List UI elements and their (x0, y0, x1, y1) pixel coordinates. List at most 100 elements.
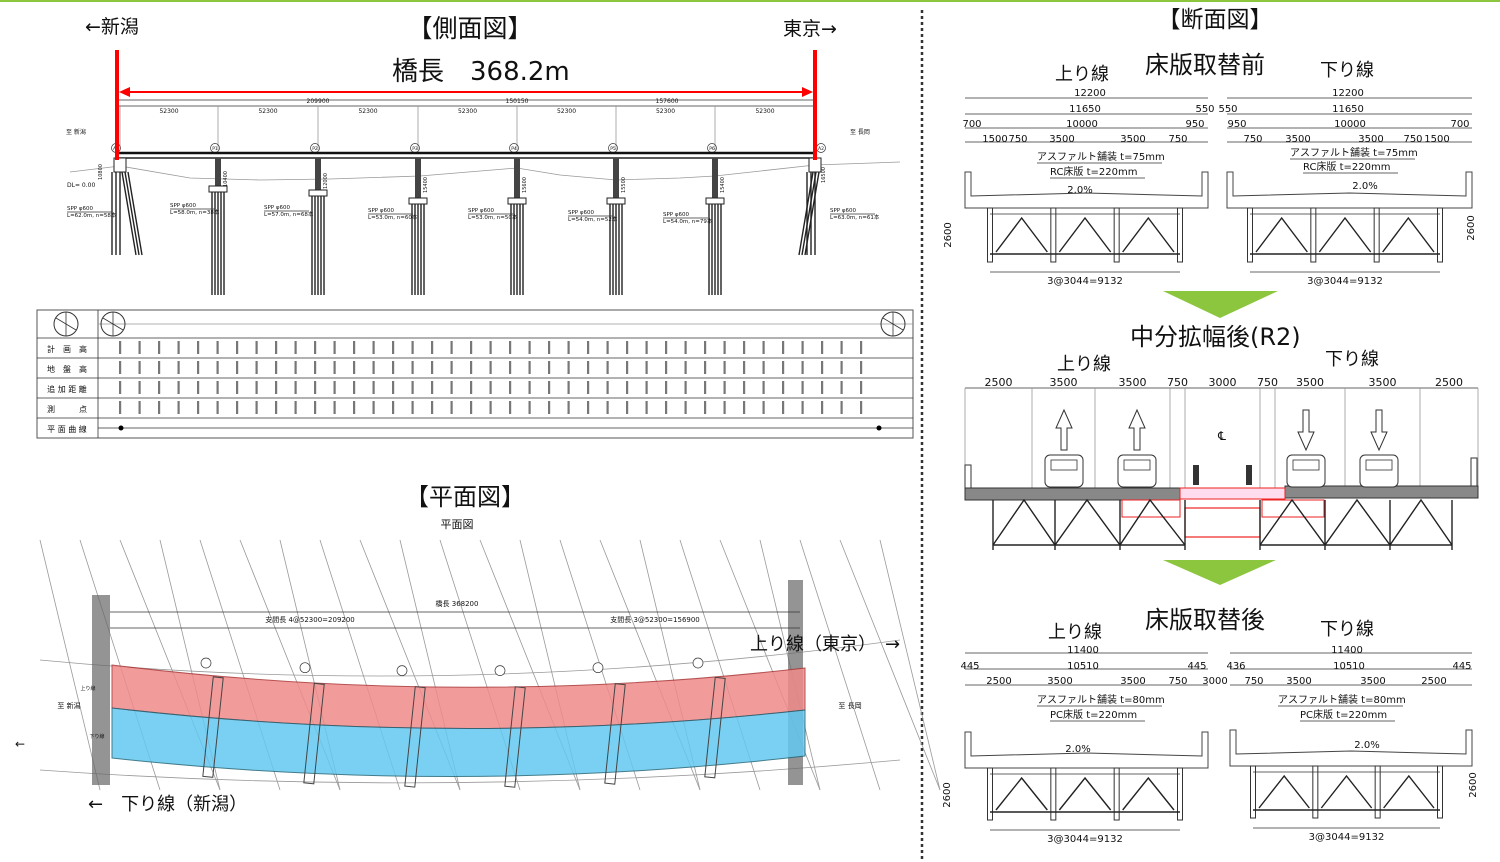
cross-frame-brace (1058, 216, 1112, 253)
station-value (801, 381, 804, 394)
curve-point (118, 425, 124, 431)
station-value (606, 361, 609, 374)
station-value (138, 381, 141, 394)
plan-view-subtitle: 平面図 (441, 518, 474, 531)
barrier (964, 464, 972, 489)
station-value (431, 341, 434, 354)
traffic-down-arrow-icon (1297, 409, 1315, 452)
compass-needle (882, 317, 904, 331)
station-value (548, 361, 551, 374)
datum-label: DL= 0.00 (67, 182, 95, 189)
station-value (275, 361, 278, 374)
station-value (567, 401, 570, 414)
station-value (762, 401, 765, 414)
station-value (821, 401, 824, 414)
table-row-label: 計 画 高 (47, 344, 87, 354)
girder-height-label: 2600 (943, 222, 954, 247)
span-length: 52300 (458, 108, 477, 115)
cross-frame-brace (995, 216, 1048, 253)
station-value (275, 341, 278, 354)
footing (408, 197, 428, 205)
dimension-label: 445 (1187, 661, 1206, 672)
background-line (799, 539, 881, 791)
after-up-label: 上り線 (1048, 622, 1102, 643)
station-value (138, 401, 141, 414)
cross-slope-label: 2.0% (1352, 181, 1377, 192)
pier-name: P6 (709, 146, 715, 152)
deck-slab (1229, 729, 1473, 767)
station-value (236, 341, 239, 354)
background-line (39, 539, 101, 791)
dimension-label: 11400 (1067, 645, 1099, 656)
pile-length-count: L=54.0m, n=52本 (568, 215, 618, 223)
battered-pile (127, 171, 143, 256)
dimension-label: 445 (1452, 661, 1471, 672)
plan-to-niigata: 至 新潟 (57, 701, 80, 710)
station-value (411, 341, 414, 354)
station-value (489, 401, 492, 414)
dimension-label: 10510 (1333, 661, 1365, 672)
pile-length-count: L=53.0m, n=60本 (368, 213, 418, 221)
pier-column (712, 158, 718, 198)
station-value (821, 341, 824, 354)
red-arrowhead-left (119, 87, 130, 97)
station-value (119, 381, 122, 394)
vehicle-window (1123, 459, 1151, 471)
pile-length-count: L=54.0m, n=79本 (663, 217, 713, 225)
station-value (314, 341, 317, 354)
lane-width-label: 2500 (985, 376, 1013, 389)
dimension-label: 750 (1243, 134, 1262, 145)
widened-median-deck (1179, 487, 1286, 500)
station-value (470, 361, 473, 374)
slab-label: PC床版 t=220mm (1050, 708, 1137, 721)
battered-pile (804, 171, 820, 256)
footing (705, 197, 725, 205)
pile-spec: SPP φ600 (264, 205, 290, 211)
station-value (119, 401, 122, 414)
station-value (782, 381, 785, 394)
down-arrow-icon (1163, 560, 1276, 585)
vehicle-icon (1044, 454, 1084, 488)
pile-length-count: L=63.0m, n=61本 (830, 213, 880, 221)
main-girder (1312, 765, 1319, 819)
pier-marker (200, 657, 212, 669)
span-length: 52300 (755, 108, 774, 115)
background-line (839, 539, 941, 791)
station-value (216, 341, 219, 354)
station-value (333, 401, 336, 414)
pier-name: P1 (212, 146, 218, 152)
station-value (353, 361, 356, 374)
station-value (489, 361, 492, 374)
station-value (645, 361, 648, 374)
station-value (782, 341, 785, 354)
station-value (392, 361, 395, 374)
dimension-label: 2500 (1421, 676, 1446, 687)
dimension-label: 436 (1226, 661, 1245, 672)
median-post (1246, 465, 1252, 485)
station-value (236, 401, 239, 414)
pavement-label: アスファルト舗装 t=80mm (1037, 693, 1165, 706)
lane-width-label: 3500 (1119, 376, 1147, 389)
table-border (36, 309, 914, 439)
station-value (353, 401, 356, 414)
station-value (177, 361, 180, 374)
station-value (470, 401, 473, 414)
station-value (567, 381, 570, 394)
station-value (236, 361, 239, 374)
pier-marker (494, 665, 506, 676)
before-title: 床版取替前 (1145, 51, 1265, 79)
truss-diagonal (992, 498, 1186, 547)
main-girder (1437, 765, 1443, 819)
station-value (684, 361, 687, 374)
cross-frame-brace (1318, 216, 1372, 253)
pile-spec: SPP φ600 (170, 203, 196, 209)
dimension-label: 12200 (1074, 88, 1106, 99)
pier-crossbeam (504, 686, 526, 788)
main-girder (1113, 207, 1120, 263)
main-girder (1437, 207, 1443, 263)
dimension-label: 3500 (1285, 134, 1310, 145)
station-value (509, 361, 512, 374)
station-value (431, 361, 434, 374)
station-value (450, 381, 453, 394)
